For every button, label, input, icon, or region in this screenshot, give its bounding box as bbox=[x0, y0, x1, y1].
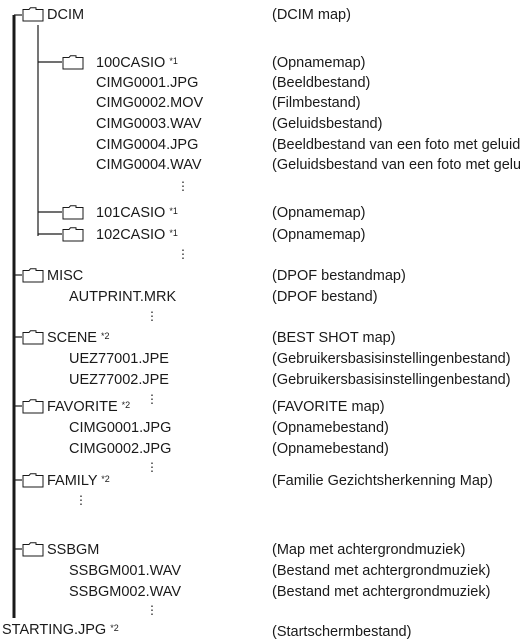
folder-102casio-label: 102CASIO *1 bbox=[96, 227, 178, 243]
folder-icon bbox=[22, 399, 44, 414]
folder-dcim-label: DCIM bbox=[47, 7, 85, 23]
ellipsis-marker: ⋮ bbox=[146, 309, 158, 323]
folder-icon bbox=[62, 227, 84, 242]
folder-scene-label: SCENE *2 bbox=[47, 330, 110, 346]
file-desc: (Beeldbestand van een foto met geluid) bbox=[272, 137, 520, 153]
folder-icon bbox=[62, 205, 84, 220]
folder-101casio-desc: (Opnamemap) bbox=[272, 205, 366, 221]
folder-100casio-label: 100CASIO *1 bbox=[96, 55, 178, 71]
file-desc: (Geluidsbestand van een foto met geluid) bbox=[272, 157, 520, 173]
folder-icon bbox=[22, 7, 44, 22]
file-desc: (Beeldbestand) bbox=[272, 75, 371, 91]
file-label: UEZ77002.JPE bbox=[69, 372, 169, 388]
folder-misc-desc: (DPOF bestandmap) bbox=[272, 268, 406, 284]
folder-scene-desc: (BEST SHOT map) bbox=[272, 330, 396, 346]
folder-dcim-desc: (DCIM map) bbox=[272, 7, 351, 23]
folder-icon bbox=[62, 55, 84, 70]
file-label: CIMG0004.JPG bbox=[96, 137, 199, 153]
root-file-label: STARTING.JPG *2 bbox=[2, 622, 119, 638]
folder-favorite-label: FAVORITE *2 bbox=[47, 399, 131, 415]
folder-icon bbox=[22, 473, 44, 488]
file-desc: (Filmbestand) bbox=[272, 95, 361, 111]
folder-102casio-desc: (Opnamemap) bbox=[272, 227, 366, 243]
file-desc: (Opnamebestand) bbox=[272, 420, 389, 436]
file-desc: (DPOF bestand) bbox=[272, 289, 378, 305]
file-label: AUTPRINT.MRK bbox=[69, 289, 177, 305]
folder-favorite-desc: (FAVORITE map) bbox=[272, 399, 385, 415]
file-label: UEZ77001.JPE bbox=[69, 351, 169, 367]
file-label: CIMG0003.WAV bbox=[96, 116, 202, 132]
folder-misc-label: MISC bbox=[47, 268, 84, 284]
ellipsis-marker: ⋮ bbox=[146, 603, 158, 617]
folder-icon bbox=[22, 542, 44, 557]
file-label: CIMG0001.JPG bbox=[96, 75, 199, 91]
file-label: CIMG0001.JPG bbox=[69, 420, 172, 436]
file-desc: (Gebruikersbasisinstellingenbestand) bbox=[272, 372, 511, 388]
file-label: SSBGM002.WAV bbox=[69, 584, 182, 600]
folder-family-desc: (Familie Gezichtsherkenning Map) bbox=[272, 473, 493, 489]
file-label: SSBGM001.WAV bbox=[69, 563, 182, 579]
ellipsis-marker: ⋮ bbox=[177, 247, 189, 261]
file-label: CIMG0002.JPG bbox=[69, 441, 172, 457]
file-label: CIMG0002.MOV bbox=[96, 95, 204, 111]
root-file-desc: (Startschermbestand) bbox=[272, 624, 412, 640]
ellipsis-marker: ⋮ bbox=[146, 392, 158, 406]
folder-family-label: FAMILY *2 bbox=[47, 473, 110, 489]
folder-101casio-label: 101CASIO *1 bbox=[96, 205, 178, 221]
folder-100casio-desc: (Opnamemap) bbox=[272, 55, 366, 71]
ellipsis-marker: ⋮ bbox=[146, 460, 158, 474]
file-desc: (Geluidsbestand) bbox=[272, 116, 383, 132]
file-desc: (Gebruikersbasisinstellingenbestand) bbox=[272, 351, 511, 367]
ellipsis-marker: ⋮ bbox=[75, 493, 87, 507]
ellipsis-marker: ⋮ bbox=[177, 179, 189, 193]
folder-icon bbox=[22, 268, 44, 283]
folder-ssbgm-label: SSBGM bbox=[47, 542, 100, 558]
folder-ssbgm-desc: (Map met achtergrondmuziek) bbox=[272, 542, 466, 558]
folder-icon bbox=[22, 330, 44, 345]
file-desc: (Bestand met achtergrondmuziek) bbox=[272, 563, 491, 579]
file-desc: (Bestand met achtergrondmuziek) bbox=[272, 584, 491, 600]
file-label: CIMG0004.WAV bbox=[96, 157, 202, 173]
file-desc: (Opnamebestand) bbox=[272, 441, 389, 457]
